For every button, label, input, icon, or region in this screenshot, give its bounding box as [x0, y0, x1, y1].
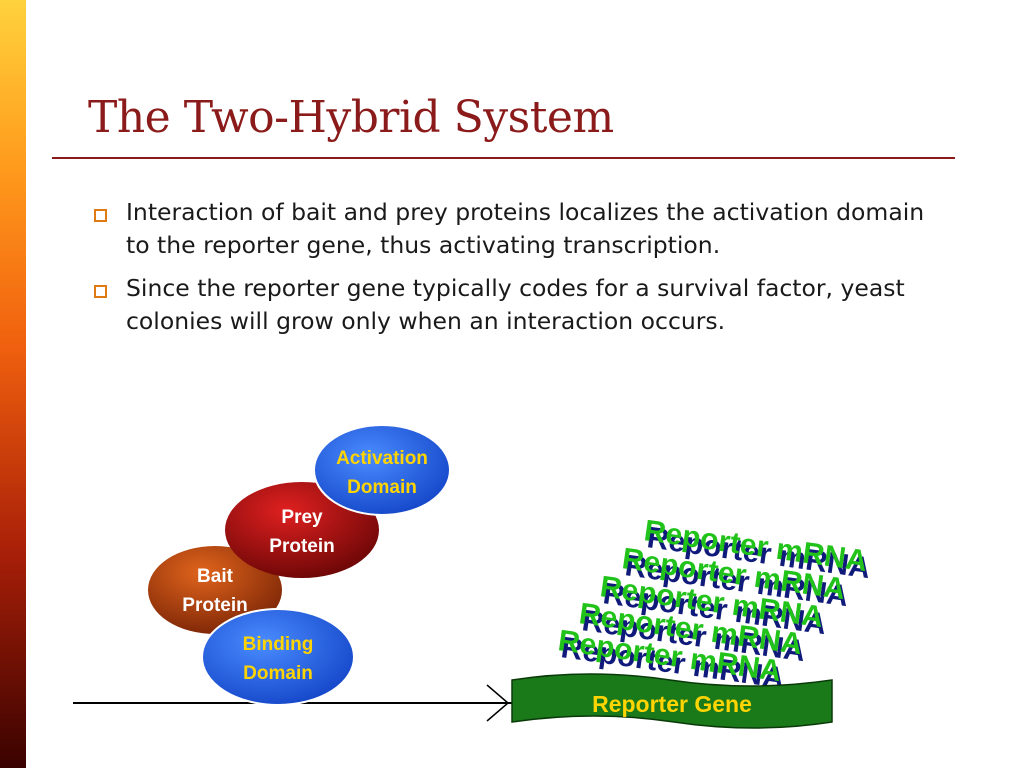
square-bullet-icon — [94, 285, 107, 298]
prey-protein-label-line2: Protein — [269, 536, 334, 557]
side-gradient-bar — [0, 0, 26, 768]
activation-domain-label-line1: Activation — [336, 448, 428, 469]
activation-domain-ellipse — [313, 424, 451, 516]
reporter-gene-label: Reporter Gene — [592, 691, 752, 717]
promoter-arrow-icon — [486, 684, 510, 722]
binding-domain-label-line1: Binding — [243, 634, 314, 655]
prey-protein-label-line1: Prey — [281, 507, 323, 528]
bullet-item: Interaction of bait and prey proteins lo… — [90, 196, 940, 262]
binding-domain-ellipse — [201, 608, 355, 706]
activation-domain-label-line2: Domain — [347, 477, 417, 498]
title-underline — [52, 157, 955, 159]
bait-protein-label-line2: Protein — [182, 595, 247, 616]
bullet-list: Interaction of bait and prey proteins lo… — [90, 196, 940, 348]
bullet-text: Since the reporter gene typically codes … — [126, 274, 905, 335]
bullet-text: Interaction of bait and prey proteins lo… — [126, 198, 925, 259]
binding-domain-label-line2: Domain — [243, 663, 313, 684]
slide-title: The Two-Hybrid System — [88, 92, 614, 143]
square-bullet-icon — [94, 209, 107, 222]
bait-protein-label-line1: Bait — [197, 566, 234, 587]
bullet-item: Since the reporter gene typically codes … — [90, 272, 940, 338]
reporter-gene-box — [511, 673, 833, 729]
reporter-mrna-stack: Reporter mRNA Reporter mRNA Reporter mRN… — [556, 514, 872, 695]
